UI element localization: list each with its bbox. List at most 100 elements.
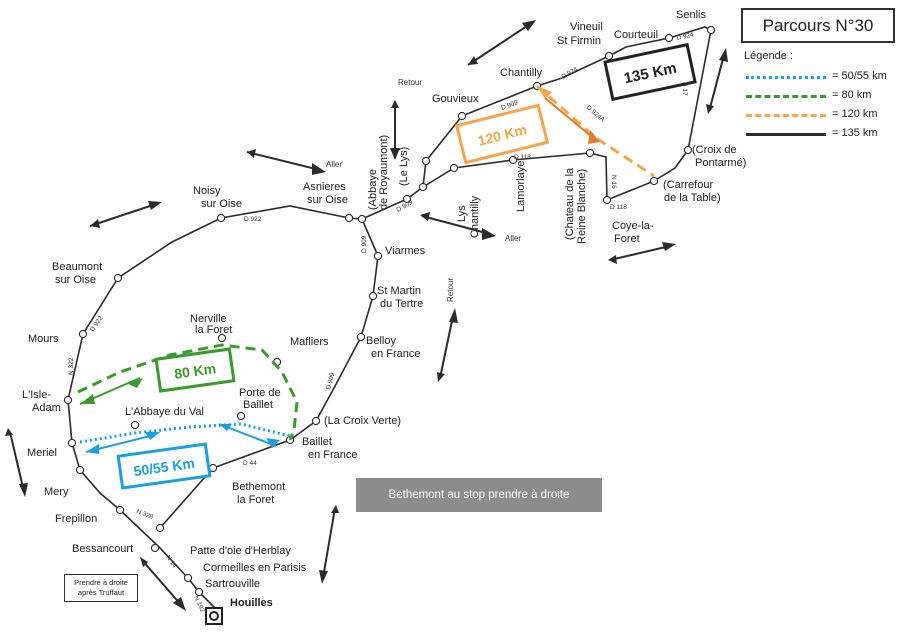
place-asnieres-2: sur Oise <box>307 194 348 206</box>
place-noisy-1: Noisy <box>193 185 221 197</box>
place-labels: Senlis Courteuil Vineuil St Firmin Chant… <box>22 9 746 609</box>
route-label-80: 80 Km <box>154 347 236 393</box>
place-isleadam-1: L'Isle- <box>22 389 51 401</box>
road-d118-b: D 118 <box>610 204 627 211</box>
place-pattedoie: Patte d'oie d'Herblay <box>190 545 291 557</box>
legend-heading: Légende : <box>744 50 793 62</box>
arrow-icon <box>319 505 339 584</box>
place-lelys: (Le Lys) <box>398 147 410 186</box>
instruction-banner: Bethemont au stop prendre à droite <box>356 478 602 512</box>
arrow-icon <box>140 557 186 611</box>
legend-row-50: = 50/55 km <box>744 68 898 87</box>
route-nodes <box>63 25 716 597</box>
turn-note: Prendre à droite après Truffaut <box>64 574 138 602</box>
direction-retour-2: Retour <box>446 278 455 302</box>
road-east-side <box>159 218 379 529</box>
place-belloy-1: Belloy <box>366 335 396 347</box>
place-stfirmin: St Firmin <box>557 35 601 47</box>
place-porte-1: Porte de <box>239 387 281 399</box>
road-n328: N 328 <box>135 508 154 521</box>
legend-label-80: = 80 km <box>832 89 872 101</box>
direction-retour-1: Retour <box>398 78 422 87</box>
direction-aller-2: Aller <box>505 234 521 243</box>
arrow-icon <box>420 212 496 240</box>
legend-label-50: = 50/55 km <box>832 70 887 82</box>
map-title: Parcours N°30 <box>741 8 895 43</box>
place-lyschantilly-1: Lys <box>456 205 468 222</box>
arrow-icon <box>390 100 400 160</box>
place-lamorlaye: Lamorlaye <box>515 161 527 212</box>
place-stmartin-2: du Tertre <box>380 298 423 310</box>
place-baillet-1: Baillet <box>302 436 332 448</box>
place-croixverte: (La Croix Verte) <box>324 415 401 427</box>
place-baillet-2: en France <box>308 449 358 461</box>
place-abbayeval: L'Abbaye du Val <box>125 406 204 418</box>
place-bethemont-2: la Foret <box>237 494 274 506</box>
legend-row-135: = 135 km <box>744 125 898 144</box>
place-beaumont-2: sur Oise <box>55 274 96 286</box>
place-chateau-2: Reine Blanche) <box>576 169 588 244</box>
route-80 <box>77 343 299 441</box>
road-d922-a: D 922 <box>244 216 262 223</box>
place-mours: Mours <box>28 333 59 345</box>
road-n322: N 322 <box>68 357 75 375</box>
road-d922-b: D 922 <box>89 315 105 334</box>
place-mery: Mery <box>44 486 69 498</box>
place-houilles: Houilles <box>230 597 273 609</box>
route-label-120: 120 Km <box>454 103 550 165</box>
place-courteuil: Courteuil <box>614 29 658 41</box>
route-50 <box>79 422 291 454</box>
road-n16: N 16 <box>610 175 617 189</box>
arrow-icon <box>467 20 536 66</box>
place-meriel: Meriel <box>27 447 57 459</box>
road-d924-west: D 924 <box>561 66 580 81</box>
road-d118-a: D 118 <box>514 154 531 161</box>
place-gouvieux: Gouvieux <box>432 93 479 105</box>
place-isleadam-2: Adam <box>32 402 61 414</box>
turn-note-line-2: après Truffaut <box>77 588 125 597</box>
place-noisy-2: sur Oise <box>201 198 242 210</box>
legend: Légende : = 50/55 km = 80 km = 120 km = … <box>744 50 898 144</box>
route-120 <box>536 84 655 178</box>
direction-arrows: Retour Aller Aller Retour <box>5 20 728 611</box>
place-asnieres-1: Asnieres <box>303 181 346 193</box>
place-coye-1: Coye-la- <box>612 220 654 232</box>
place-nerville-2: la Foret <box>195 324 232 336</box>
place-croixpont-2: Pontarmé) <box>695 157 746 169</box>
arrow-icon <box>89 201 162 228</box>
route-label-135: 135 Km <box>603 42 697 102</box>
arrow-icon <box>246 149 326 175</box>
place-abbaye-roy-2: de Royaumont) <box>378 135 390 210</box>
place-carrefour-2: de la Table) <box>664 192 721 204</box>
place-cormeilles: Cormeilles en Parisis <box>203 562 307 574</box>
start-marker <box>205 607 223 625</box>
place-belloy-2: en France <box>371 348 421 360</box>
road-north <box>348 26 712 220</box>
direction-aller-1: Aller <box>326 160 342 169</box>
road-n17: N 17 <box>681 82 688 96</box>
place-vineuil: Vineuil <box>570 21 603 33</box>
place-abbaye-roy-1: (Abbaye <box>367 169 379 210</box>
place-mafliers: Mafliers <box>290 336 329 348</box>
route-135-network <box>63 25 716 625</box>
place-stmartin-1: St Martin <box>377 285 421 297</box>
road-d44: D 44 <box>243 460 257 467</box>
arrow-icon <box>437 308 458 382</box>
place-nerville-1: Nerville <box>190 313 227 325</box>
place-bethemont-1: Bethemont <box>232 481 285 493</box>
place-viarmes: Viarmes <box>385 245 426 257</box>
place-senlis: Senlis <box>676 9 706 21</box>
arrow-icon <box>5 428 28 497</box>
legend-label-135: = 135 km <box>832 127 878 139</box>
road-d924-east: D 924 <box>676 31 695 42</box>
place-chateau-1: (Chateau de la <box>564 167 576 240</box>
place-sartrouville: Sartrouville <box>205 578 260 590</box>
road-d909-d: D 909 <box>325 372 336 391</box>
place-beaumont-1: Beaumont <box>52 261 102 273</box>
place-carrefour-1: (Carrefour <box>663 179 713 191</box>
route-label-50: 50/55 Km <box>116 442 212 490</box>
place-lyschantilly-2: Chantilly <box>469 195 481 238</box>
place-frepillon: Frepillon <box>55 513 97 525</box>
arrow-icon <box>706 48 728 114</box>
